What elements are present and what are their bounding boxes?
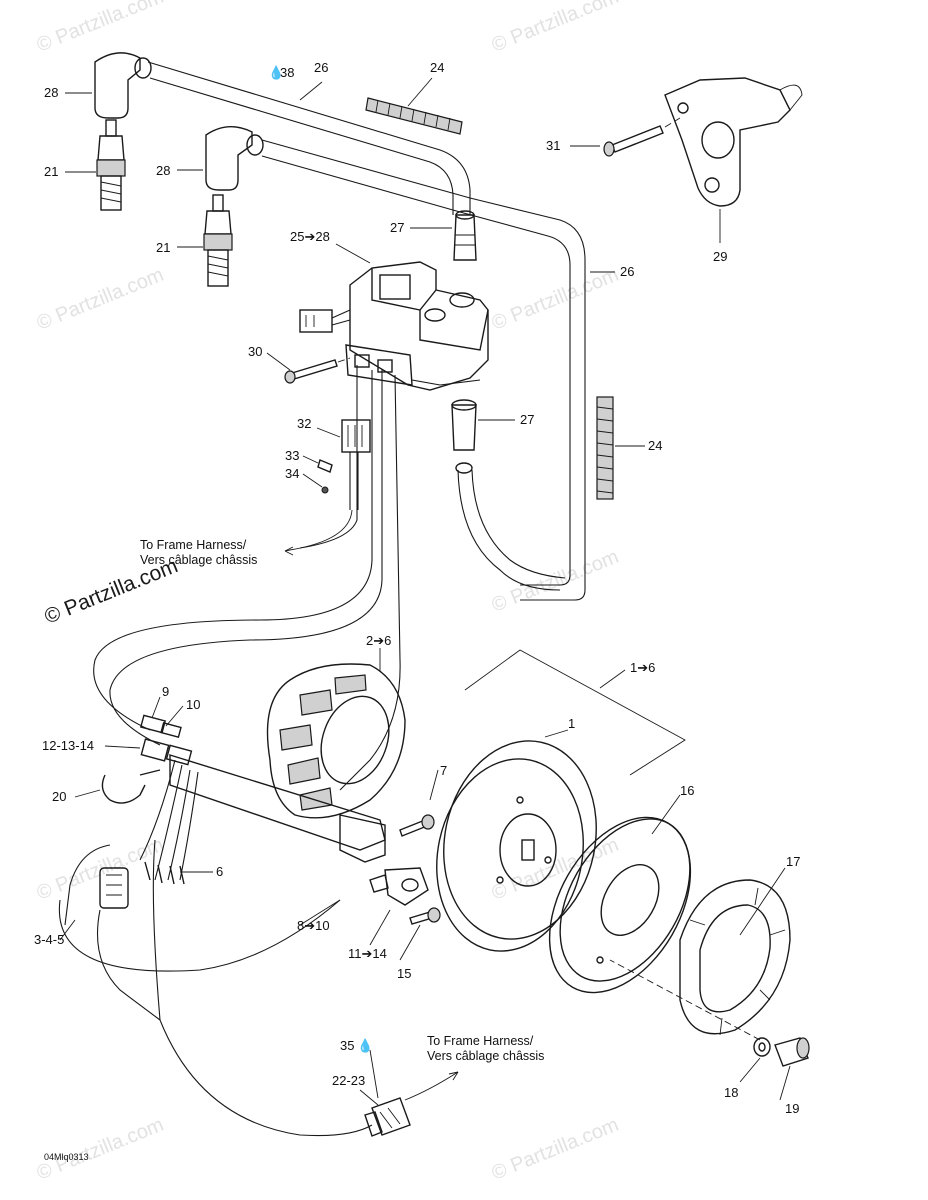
coil-bracket — [664, 77, 803, 207]
screw-19 — [609, 959, 810, 1067]
connector-22-23 — [364, 1097, 411, 1137]
watermark: © Partzilla.com — [34, 0, 167, 57]
callout-28: 28 — [44, 85, 58, 100]
callout-34: 34 — [285, 466, 299, 481]
callout-9: 9 — [162, 684, 169, 699]
callout-21: 21 — [156, 240, 170, 255]
harness-wires — [93, 365, 401, 791]
callout-11-14: 11➔14 — [348, 946, 387, 961]
flywheel — [436, 740, 597, 952]
ring-gear — [679, 879, 791, 1036]
connector-3-4-5 — [99, 867, 129, 909]
callout-26: 26 — [620, 264, 634, 279]
watermark: © Partzilla.com — [489, 546, 622, 617]
connector-9-10 — [139, 714, 182, 739]
ignition-wire-lower — [261, 139, 586, 601]
callout-33: 33 — [285, 448, 299, 463]
stator-leads — [58, 759, 373, 1137]
callout-19: 19 — [785, 1101, 799, 1116]
callout-32: 32 — [297, 416, 311, 431]
trigger-coil — [369, 867, 429, 906]
lubricant-drop-icon: 💧 — [268, 65, 284, 80]
spark-plug-boot-upper — [453, 210, 477, 261]
watermark: © Partzilla.com — [489, 264, 622, 335]
frame-harness-note-top: To Frame Harness/ Vers câblage châssis — [140, 538, 257, 567]
callout-3-4-5: 3-4-5 — [34, 932, 64, 947]
callout-1-6: 1➔6 — [630, 660, 655, 675]
callout-8-10: 8➔10 — [297, 918, 330, 933]
callout-20: 20 — [52, 789, 66, 804]
terminal-33 — [317, 459, 333, 473]
leader-lines — [59, 77, 791, 1106]
watermark: © Partzilla.com — [34, 1114, 167, 1185]
wire-sleeve-upper — [365, 97, 463, 135]
callout-labels: 28 21 💧 38 26 24 28 21 31 29 27 25➔28 26… — [34, 60, 800, 1116]
seal-34 — [321, 486, 329, 494]
callout-18: 18 — [724, 1085, 738, 1100]
callout-24: 24 — [648, 438, 662, 453]
note-line: To Frame Harness/ — [427, 1034, 534, 1048]
note-line: Vers câblage châssis — [140, 553, 257, 567]
terminals-6 — [144, 861, 185, 885]
stator — [266, 663, 406, 819]
spark-plug-left — [96, 119, 126, 211]
ignition-wire-to-coil-lower — [457, 469, 566, 591]
callout-7: 7 — [440, 763, 447, 778]
callout-21: 21 — [44, 164, 58, 179]
wire-sleeve-right — [596, 396, 614, 500]
connector-12-13-14 — [140, 738, 193, 766]
callout-26: 26 — [314, 60, 328, 75]
arrow-to-frame-harness-top — [284, 509, 353, 556]
callout-35: 35 — [340, 1038, 354, 1053]
callout-29: 29 — [713, 249, 727, 264]
callout-30: 30 — [248, 344, 262, 359]
callout-12-13-14: 12-13-14 — [42, 738, 94, 753]
callout-27: 27 — [520, 412, 534, 427]
spark-plug-cap-right — [205, 126, 264, 191]
callout-10: 10 — [186, 697, 200, 712]
drawing-code: 04Mlq0313 — [44, 1152, 89, 1162]
main-watermark: © Partzilla.com — [41, 554, 181, 628]
callout-24: 24 — [430, 60, 444, 75]
ignition-coil — [345, 261, 489, 391]
screw-30 — [284, 357, 351, 384]
callout-22-23: 22-23 — [332, 1073, 365, 1088]
cable-tie — [101, 769, 161, 804]
starting-pulley — [548, 816, 692, 994]
group-bracket-1-6 — [464, 649, 686, 776]
note-line: To Frame Harness/ — [140, 538, 247, 552]
spark-plug-boot-lower — [451, 399, 477, 474]
screw-7 — [399, 814, 435, 837]
frame-harness-note-bottom: To Frame Harness/ Vers câblage châssis — [427, 1034, 544, 1063]
callout-1: 1 — [568, 716, 575, 731]
bolt-31 — [603, 117, 681, 157]
connector-32 — [341, 419, 371, 510]
watermark: © Partzilla.com — [489, 0, 622, 57]
screw-15 — [409, 907, 441, 925]
callout-17: 17 — [786, 854, 800, 869]
callout-16: 16 — [680, 783, 694, 798]
spark-plug-right — [203, 194, 233, 287]
coil-side-connector — [299, 309, 351, 333]
spark-plug-cap-left — [94, 52, 152, 119]
washer-18 — [753, 1037, 771, 1057]
callout-38: 38 — [280, 65, 294, 80]
note-line: Vers câblage châssis — [427, 1049, 544, 1063]
watermark: © Partzilla.com — [489, 1114, 622, 1185]
watermark: © Partzilla.com — [34, 264, 167, 335]
callout-15: 15 — [397, 966, 411, 981]
callout-31: 31 — [546, 138, 560, 153]
ignition-wire-upper — [147, 61, 471, 215]
lubricant-drop-icon: 💧 — [357, 1038, 373, 1053]
callout-6: 6 — [216, 864, 223, 879]
callout-2-6: 2➔6 — [366, 633, 391, 648]
callout-27: 27 — [390, 220, 404, 235]
arrow-to-frame-harness-bottom — [404, 1071, 459, 1101]
callout-28: 28 — [156, 163, 170, 178]
callout-25-28: 25➔28 — [290, 229, 330, 244]
